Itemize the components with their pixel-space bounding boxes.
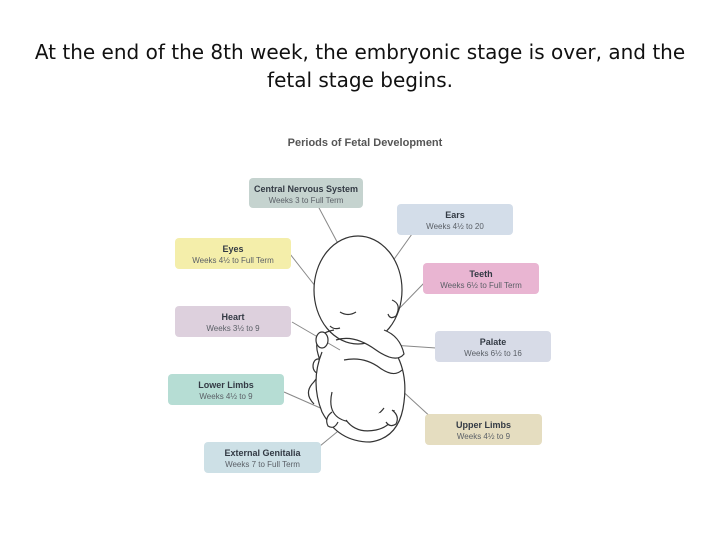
label-range: Weeks 3 to Full Term xyxy=(268,196,344,205)
label-name: Heart xyxy=(221,312,245,322)
label-teeth: Teeth Weeks 6½ to Full Term xyxy=(423,263,539,294)
leader-line-heart xyxy=(291,321,341,351)
label-name: Ears xyxy=(445,210,465,220)
label-range: Weeks 4½ to 9 xyxy=(456,432,511,441)
label-name: Central Nervous System xyxy=(253,184,359,194)
label-central-nervous-system: Central Nervous System Weeks 3 to Full T… xyxy=(249,178,363,208)
label-name: Eyes xyxy=(222,244,244,254)
label-lower-limbs: Lower Limbs Weeks 4½ to 9 xyxy=(168,374,284,405)
label-name: Upper Limbs xyxy=(455,420,511,430)
label-ears: Ears Weeks 4½ to 20 xyxy=(397,204,513,235)
label-name: External Genitalia xyxy=(224,448,301,458)
label-range: Weeks 3½ to 9 xyxy=(206,324,260,333)
diagram-title: Periods of Fetal Development xyxy=(287,137,443,149)
label-external-genitalia: External Genitalia Weeks 7 to Full Term xyxy=(204,442,321,473)
label-palate: Palate Weeks 6½ to 16 xyxy=(435,331,551,362)
label-range: Weeks 6½ to Full Term xyxy=(440,281,522,290)
label-range: Weeks 4½ to 9 xyxy=(199,392,253,401)
label-upper-limbs: Upper Limbs Weeks 4½ to 9 xyxy=(425,414,542,445)
label-name: Palate xyxy=(479,337,507,347)
label-heart: Heart Weeks 3½ to 9 xyxy=(175,306,291,337)
label-name: Lower Limbs xyxy=(198,380,254,390)
label-range: Weeks 6½ to 16 xyxy=(464,349,522,358)
fetus-body xyxy=(307,235,406,443)
label-eyes: Eyes Weeks 4½ to Full Term xyxy=(175,238,291,269)
label-range: Weeks 7 to Full Term xyxy=(225,460,300,469)
label-name: Teeth xyxy=(469,269,493,279)
slide-title: At the end of the 8th week, the embryoni… xyxy=(34,40,686,92)
label-range: Weeks 4½ to 20 xyxy=(426,222,484,231)
label-range: Weeks 4½ to Full Term xyxy=(192,256,274,265)
